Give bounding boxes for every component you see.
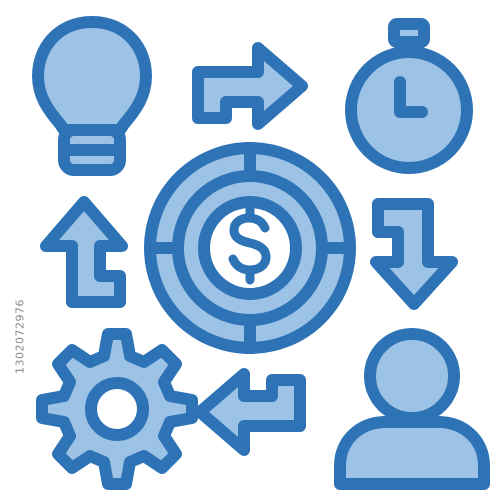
arrow-left-icon xyxy=(194,368,306,456)
arrow-down-icon xyxy=(370,198,458,310)
lightbulb-icon xyxy=(32,16,152,176)
stopwatch-icon xyxy=(345,18,473,174)
stock-id-watermark: 1302072976 xyxy=(13,299,27,374)
arrow-up-icon xyxy=(40,196,128,308)
arrow-right-icon xyxy=(192,42,308,130)
user-icon xyxy=(334,328,490,490)
gear-icon xyxy=(36,328,198,490)
money-cycle-icon xyxy=(144,142,356,354)
